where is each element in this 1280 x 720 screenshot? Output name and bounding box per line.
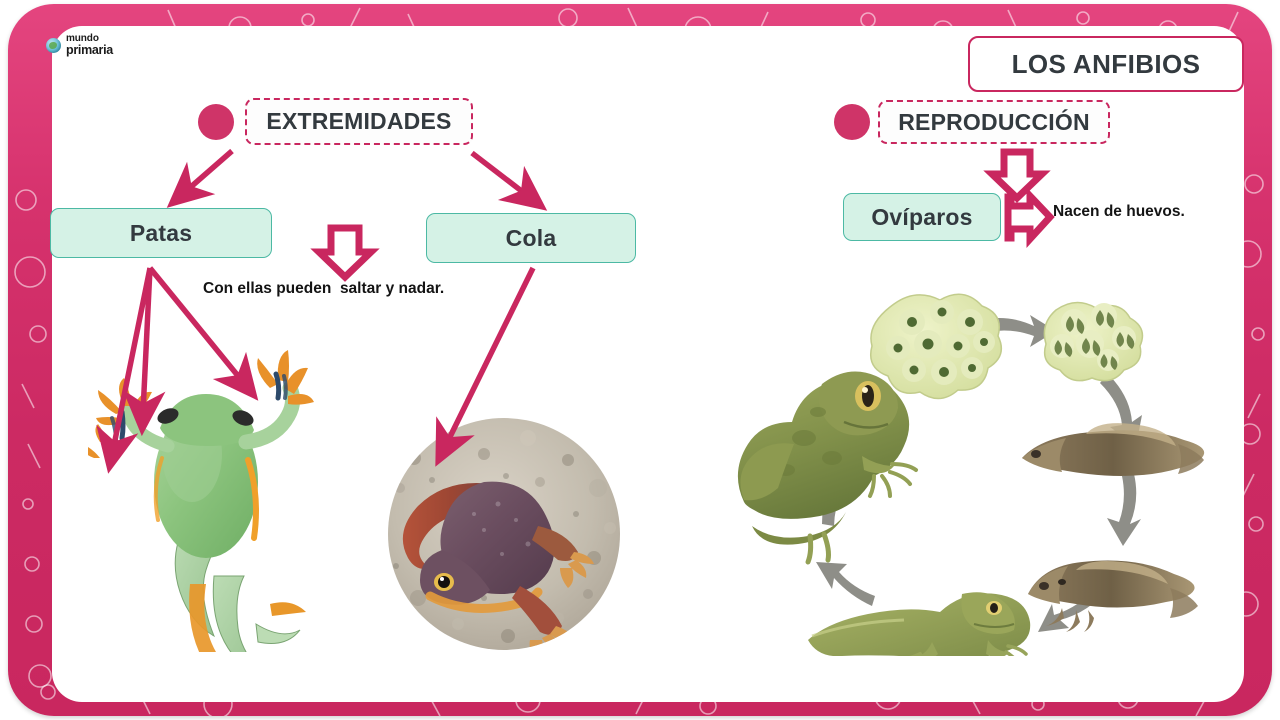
caption-oviparos: Nacen de huevos.	[1053, 203, 1185, 220]
concept-box-patas-label: Patas	[129, 219, 193, 246]
concept-box-oviparos: Ovíparos	[843, 193, 1001, 241]
concept-box-cola: Cola	[426, 213, 636, 263]
logo-wordmark: mundo primaria	[66, 33, 113, 58]
frog-life-cycle-diagram	[726, 288, 1216, 676]
section-header-extremidades-label: EXTREMIDADES	[266, 108, 452, 134]
bullet-dot-extremidades	[198, 104, 234, 140]
concept-box-cola-label: Cola	[505, 224, 557, 251]
globe-icon	[46, 37, 61, 53]
caption-patas: Con ellas pueden saltar y nadar.	[203, 280, 445, 297]
logo-line-1: mundo	[66, 33, 99, 44]
section-header-reproduccion-label: REPRODUCCIÓN	[898, 108, 1090, 135]
salamander-photo	[388, 418, 620, 650]
bullet-dot-reproduccion	[834, 104, 870, 140]
logo-line-2: primaria	[66, 43, 113, 58]
page-title-label: LOS ANFIBIOS	[1011, 48, 1201, 79]
section-header-extremidades: EXTREMIDADES	[245, 98, 473, 145]
mundo-primaria-logo: mundo primaria	[46, 33, 113, 58]
concept-box-patas: Patas	[50, 208, 272, 258]
concept-box-oviparos-label: Ovíparos	[871, 203, 973, 230]
section-header-reproduccion: REPRODUCCIÓN	[878, 100, 1110, 144]
page-title: LOS ANFIBIOS	[968, 36, 1244, 92]
tree-frog-photo	[82, 332, 318, 694]
